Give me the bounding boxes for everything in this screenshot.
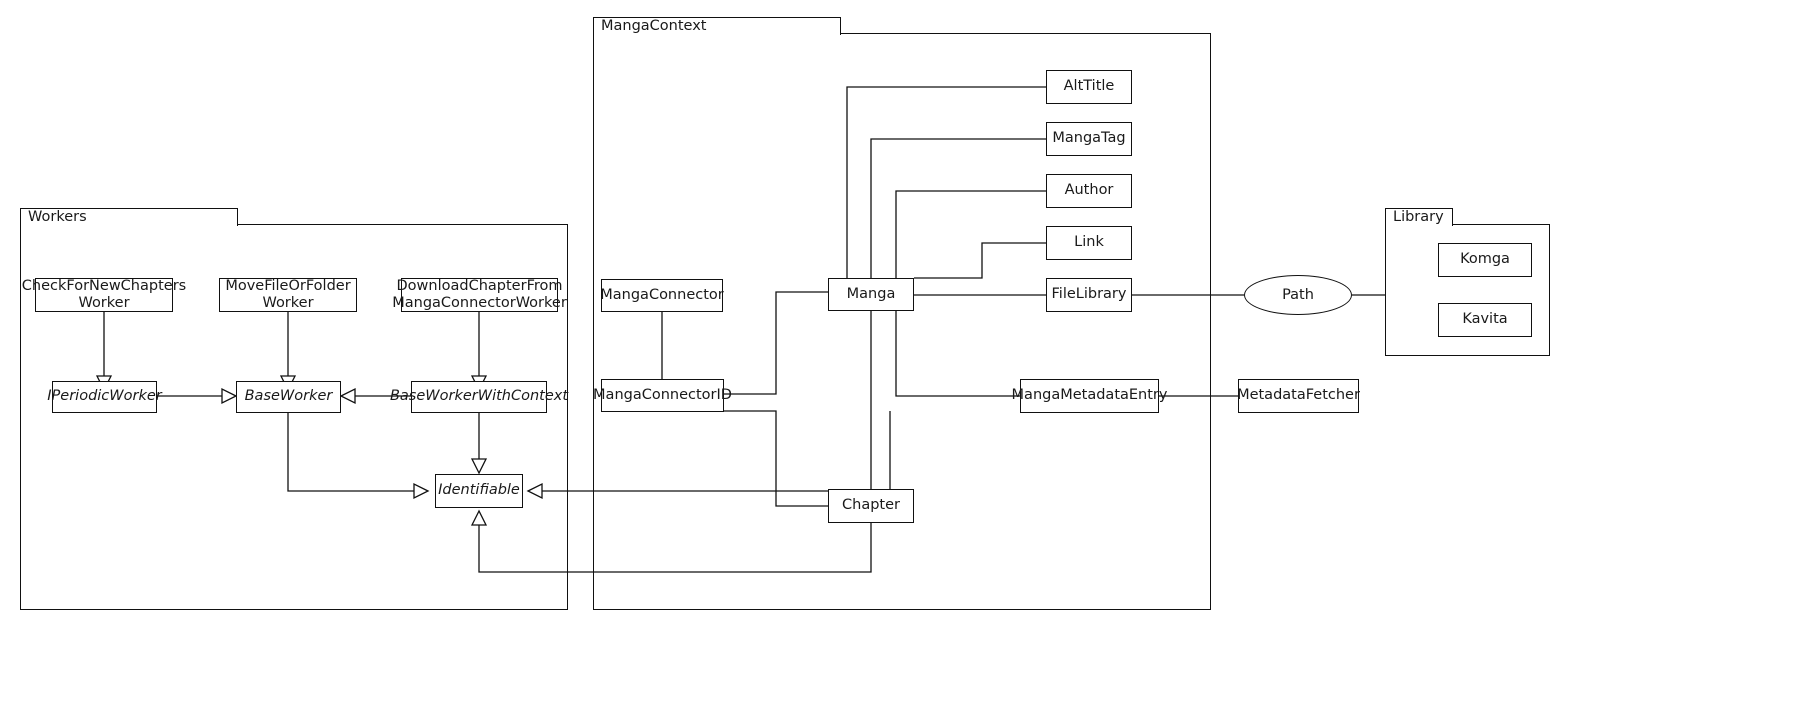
package-workers-label: Workers [28, 209, 87, 226]
node-label-line1: CheckForNewChapters [21, 277, 187, 294]
package-mangacontext-body [593, 33, 1211, 610]
node-label: Link [1074, 234, 1104, 251]
node-komga[interactable]: Komga [1438, 243, 1532, 277]
node-label: BaseWorker [244, 388, 333, 405]
node-path[interactable]: Path [1244, 275, 1352, 315]
node-label-line1: DownloadChapterFrom [396, 277, 563, 294]
node-label-line2: Worker [78, 295, 130, 311]
node-label: Manga [846, 285, 896, 302]
node-kavita[interactable]: Kavita [1438, 303, 1532, 337]
node-filelibrary[interactable]: FileLibrary [1046, 278, 1132, 312]
package-library-body [1385, 224, 1550, 356]
node-label-line1: MoveFileOrFolder [225, 277, 351, 294]
node-manga[interactable]: Manga [828, 278, 914, 311]
node-label-line2: MangaConnectorWorker [392, 295, 567, 311]
node-label: AltTitle [1063, 78, 1115, 95]
package-workers-body [20, 224, 568, 610]
node-label: Kavita [1462, 311, 1508, 328]
node-label: MangaConnectorID [593, 386, 732, 403]
node-label: MangaTag [1052, 130, 1126, 147]
package-mangacontext-tab: MangaContext [593, 17, 841, 35]
package-workers-tab: Workers [20, 208, 238, 226]
node-label-line2: Worker [262, 295, 314, 311]
node-move-file-or-folder-worker[interactable]: MoveFileOrFolder Worker [219, 278, 357, 312]
node-iperiodicworker[interactable]: IPeriodicWorker [47, 381, 162, 413]
node-label: MangaConnector [600, 286, 724, 303]
package-library-label: Library [1393, 209, 1444, 226]
node-label: FileLibrary [1051, 286, 1127, 303]
node-mangaconnectorid[interactable]: MangaConnectorID [593, 379, 732, 412]
node-baseworker[interactable]: BaseWorker [236, 381, 341, 413]
node-identifiable[interactable]: Identifiable [435, 474, 523, 508]
package-mangacontext-label: MangaContext [601, 18, 707, 35]
node-mangatag[interactable]: MangaTag [1046, 122, 1132, 156]
node-mangametadataentry[interactable]: MangaMetadataEntry [1012, 379, 1167, 413]
node-label: Identifiable [438, 482, 520, 499]
node-chapter[interactable]: Chapter [828, 489, 914, 523]
node-check-for-new-chapters-worker[interactable]: CheckForNewChapters Worker [22, 278, 186, 312]
node-baseworkerwithcontext[interactable]: BaseWorkerWithContext [390, 381, 568, 413]
node-label: MangaMetadataEntry [1011, 387, 1168, 404]
node-label: Path [1282, 287, 1314, 303]
node-label: MetadataFetcher [1237, 387, 1360, 404]
node-author[interactable]: Author [1046, 174, 1132, 208]
node-label: IPeriodicWorker [47, 388, 162, 405]
node-mangaconnector[interactable]: MangaConnector [600, 279, 724, 312]
node-link[interactable]: Link [1046, 226, 1132, 260]
node-download-chapter-from-manga-connector-worker[interactable]: DownloadChapterFrom MangaConnectorWorker [392, 278, 567, 312]
node-label: Author [1064, 182, 1114, 199]
node-label: Chapter [842, 497, 900, 514]
node-alttitle[interactable]: AltTitle [1046, 70, 1132, 104]
package-library-tab: Library [1385, 208, 1453, 226]
node-metadatafetcher[interactable]: MetadataFetcher [1237, 379, 1360, 413]
node-label: BaseWorkerWithContext [389, 388, 569, 405]
node-label: Komga [1460, 251, 1510, 268]
